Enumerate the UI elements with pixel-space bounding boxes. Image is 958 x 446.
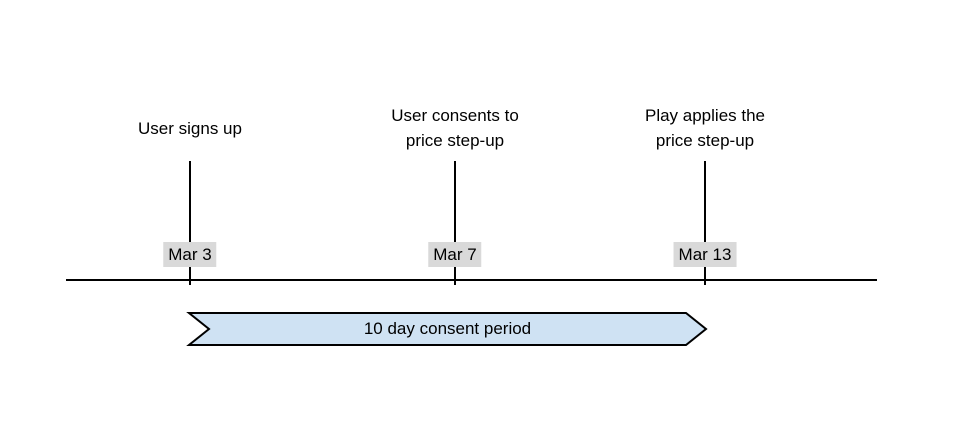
event-date-badge: Mar 7 <box>428 242 482 267</box>
event-tick-line <box>704 161 706 285</box>
event-tick-line <box>454 161 456 285</box>
event-title: User consents to price step-up <box>391 106 519 150</box>
banner-label: 10 day consent period <box>363 319 532 338</box>
event-date-badge: Mar 13 <box>673 242 737 267</box>
event-title: Play applies the price step-up <box>644 106 766 150</box>
event-date-badge: Mar 3 <box>163 242 217 267</box>
event-tick-line <box>189 161 191 285</box>
timeline-axis <box>66 279 877 281</box>
banner-arrow-shape <box>186 312 708 346</box>
consent-period-banner: 10 day consent period <box>186 312 708 346</box>
event-title: User signs up <box>138 118 242 138</box>
